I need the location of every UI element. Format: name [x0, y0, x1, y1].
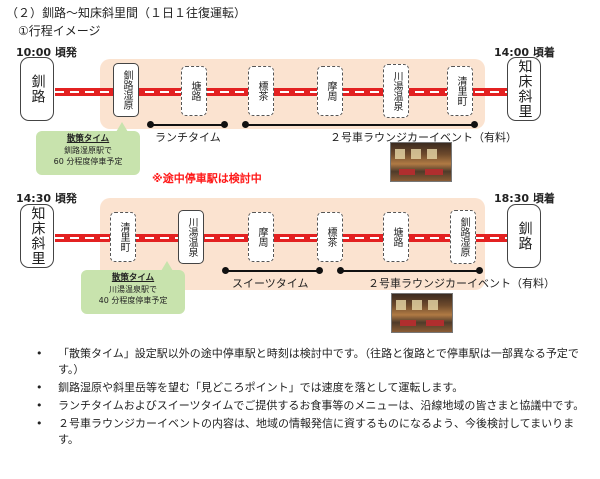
sweets-time-label: スイーツタイム: [232, 277, 309, 290]
outbound-station-1: 釧路湿原: [113, 63, 139, 117]
outbound-station-5: 川湯温泉: [383, 64, 409, 118]
outbound-stroll-callout: 散策タイム 釧路湿原駅で 60 分程度停車予定: [36, 122, 140, 175]
inbound-rail: [55, 234, 507, 242]
outbound-origin-terminal: 釧路: [20, 57, 54, 121]
inbound-arrive-time: 18:30 頃着: [494, 192, 555, 205]
list-item: ランチタイムおよびスイーツタイムでご提供するお食事等のメニューは、沿線地域の皆さ…: [36, 398, 588, 414]
inbound-stroll-line2: 40 分程度停車予定: [98, 296, 168, 305]
inbound-station-1: 清里町: [110, 212, 136, 262]
outbound-station-3: 標茶: [248, 66, 274, 116]
outbound-rail: [55, 88, 507, 96]
outbound-lounge-label: ２号車ラウンジカーイベント（有料）: [330, 131, 517, 144]
lunch-time-bar: [147, 121, 228, 128]
inbound-lounge-bar: [337, 267, 483, 274]
outbound-lounge-bar: [242, 121, 478, 128]
section-heading: （２）釧路～知床斜里間（１日１往復運転）: [6, 6, 247, 20]
inbound-depart-time: 14:30 頃発: [16, 192, 77, 205]
outbound-station-2: 塘路: [181, 66, 207, 116]
midstop-note: ※途中停車駅は検討中: [152, 172, 262, 185]
inbound-station-4: 標茶: [317, 212, 343, 262]
inbound-lounge-photo: [391, 293, 453, 333]
inbound-stroll-title: 散策タイム: [111, 273, 155, 283]
inbound-stroll-line1: 川湯温泉駅で: [109, 285, 157, 294]
list-item: ２号車ラウンジカーイベントの内容は、地域の情報発信に資するものになるよう、今後検…: [36, 416, 588, 448]
inbound-origin-terminal: 知床斜里: [20, 204, 54, 268]
outbound-stroll-line2: 60 分程度停車予定: [53, 157, 123, 166]
outbound-station-6: 清里町: [447, 66, 473, 116]
outbound-lounge-photo: [390, 142, 452, 182]
notes-list: 「散策タイム」設定駅以外の途中停車駅と時刻は検討中です。（往路と復路とで停車駅は…: [36, 346, 588, 450]
inbound-station-2: 川湯温泉: [178, 210, 204, 264]
sweets-time-bar: [222, 267, 323, 274]
outbound-stroll-line1: 釧路湿原駅で: [64, 146, 112, 155]
inbound-station-6: 釧路湿原: [450, 210, 476, 264]
inbound-destination-terminal: 釧路: [507, 204, 541, 268]
inbound-station-5: 塘路: [383, 212, 409, 262]
list-item: 「散策タイム」設定駅以外の途中停車駅と時刻は検討中です。（往路と復路とで停車駅は…: [36, 346, 588, 378]
list-item: 釧路湿原や斜里岳等を望む「見どころポイント」では速度を落として運転します。: [36, 380, 588, 396]
inbound-stroll-callout: 散策タイム 川湯温泉駅で 40 分程度停車予定: [81, 261, 185, 314]
itinerary-subheading: ①行程イメージ: [18, 24, 101, 38]
outbound-station-4: 摩周: [317, 66, 343, 116]
outbound-arrive-time: 14:00 頃着: [494, 46, 555, 59]
outbound-stroll-title: 散策タイム: [66, 134, 110, 144]
inbound-station-3: 摩周: [248, 212, 274, 262]
outbound-depart-time: 10:00 頃発: [16, 46, 77, 59]
lunch-time-label: ランチタイム: [155, 131, 221, 144]
inbound-lounge-label: ２号車ラウンジカーイベント（有料）: [368, 277, 555, 290]
outbound-destination-terminal: 知床斜里: [507, 57, 541, 121]
